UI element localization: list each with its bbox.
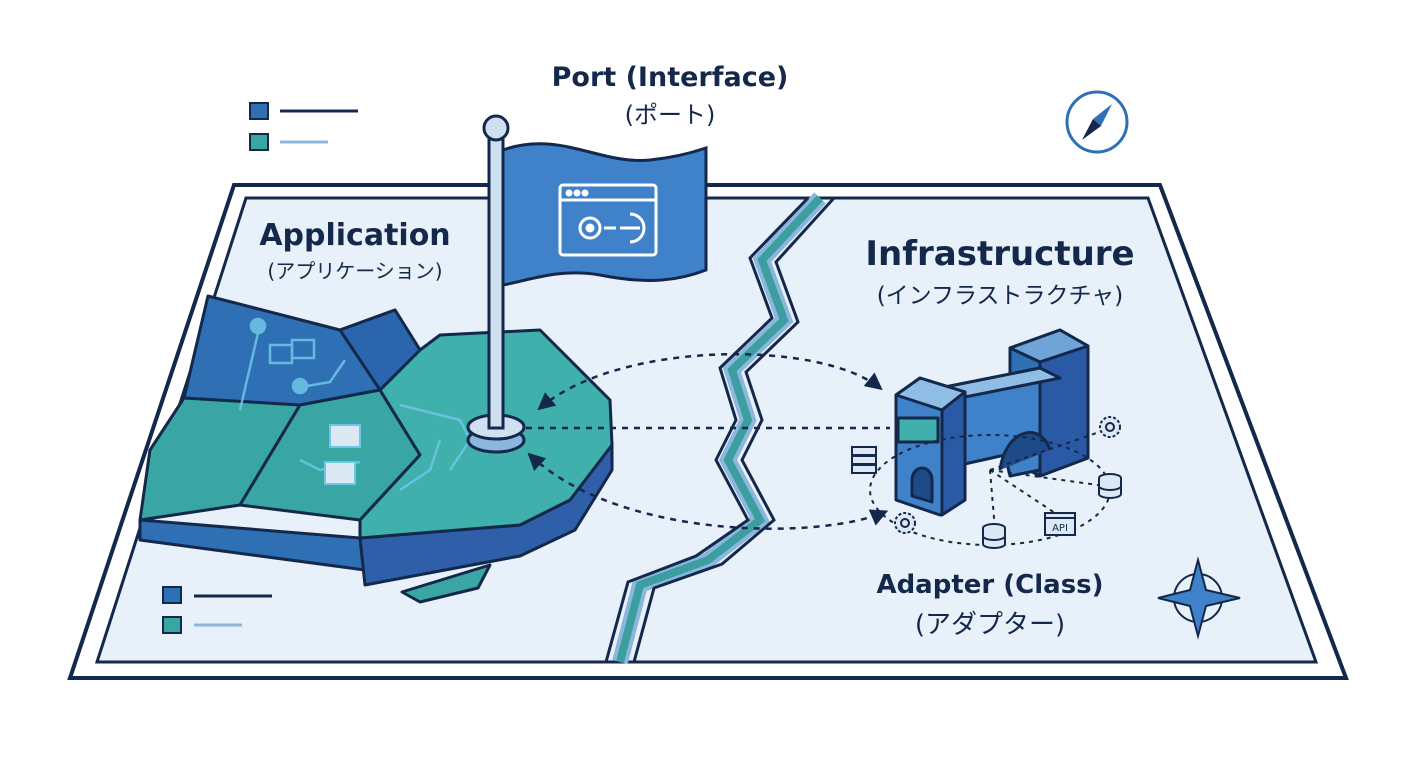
application-label-en: Application (259, 218, 451, 253)
legend-top-left (249, 102, 358, 151)
adapter-label-ja: (アダプター) (914, 610, 1066, 640)
legend-bottom-left (162, 586, 272, 634)
circuit-traces (238, 317, 472, 492)
port-flag (466, 114, 708, 454)
region-teal-west (138, 396, 302, 522)
adapter-label-en: Adapter (Class) (876, 570, 1104, 600)
application-label: Application (アプリケーション) (230, 218, 480, 284)
compass-star-icon (1157, 556, 1241, 640)
database-icon (1098, 473, 1122, 499)
port-label: Port (Interface) (ポート) (520, 62, 820, 130)
browser-gear-icon (558, 183, 658, 257)
infrastructure-label: Infrastructure (インフラストラクチャ) (820, 234, 1180, 310)
module-boxes (324, 424, 361, 485)
api-badge-text: API (1052, 523, 1068, 534)
adapter-label: Adapter (Class) (アダプター) (850, 570, 1130, 641)
infrastructure-label-en: Infrastructure (865, 234, 1135, 274)
connections (526, 352, 890, 530)
gear-icon (1099, 416, 1121, 438)
compass-icon (1065, 90, 1129, 154)
port-label-en: Port (Interface) (551, 62, 789, 93)
server-icon (851, 446, 877, 474)
database-icon (982, 523, 1006, 549)
application-label-ja: (アプリケーション) (267, 259, 443, 283)
api-window-icon: API (1044, 512, 1076, 536)
port-label-ja: (ポート) (624, 101, 716, 129)
infrastructure-label-ja: (インフラストラクチャ) (876, 283, 1124, 309)
gear-icon (894, 512, 916, 534)
river-boundary (604, 192, 836, 665)
